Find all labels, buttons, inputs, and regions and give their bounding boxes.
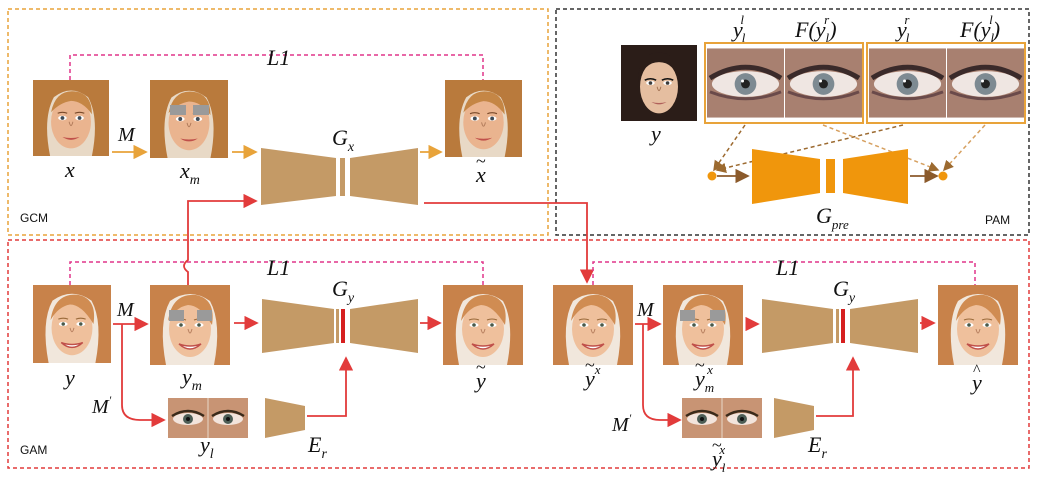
gcm-eye-mask-left [170,105,186,115]
gcm-l1-line [69,54,484,80]
gam-right-mask-label: M [636,299,655,321]
gam-right-l1-line [592,261,976,285]
gam-right-hat-yhat: ^ [973,362,981,379]
gcm-module-box [7,8,549,236]
gam-right-label-yxm: ymx [693,362,714,395]
gam-right-encoder [774,398,814,438]
gam-right-eye-mask-right [710,310,725,321]
gam-right-face-yxm [663,285,743,365]
gam-right-arrow-enc-to-gen [816,356,861,417]
gam-left-mask-label: M [116,299,135,321]
gam-right-arrow-to-ylx [642,324,682,428]
gam-right-tilde-ylx: ~ [712,435,722,455]
gam-left-tilde-yt: ~ [476,357,486,377]
gam-left-label-ym: ym [180,364,202,394]
gam-right-gen-bottleneck [836,309,839,343]
pam-label-yll: yll [731,12,746,45]
gam-left-mask-prime-label: M' [91,393,112,418]
gam-left-arrow-to-yl [121,324,166,428]
gam-right-gen-label: Gy [833,276,856,306]
gam-right-face-yx [553,285,633,365]
gcm-gen-decoder [350,148,418,205]
pam-dash-arrow-1 [713,124,746,172]
pam-gen-decoder [843,149,908,204]
pam-eye-fyll [947,48,1024,117]
gcm-face-xt [445,80,522,157]
gam-right-label-yhat: y [970,370,982,395]
gcm-gen-label: Gx [332,125,355,155]
pam-label-y: y [649,121,661,146]
pam-module-box [555,8,1030,236]
pam-gen-label: Gpre [816,203,849,232]
pam-label-ylr: ylr [895,12,910,45]
gcm-module-label: GCM [20,211,48,225]
pam-face-y [621,44,697,122]
gcm-l1-label: L1 [266,45,290,70]
gam-left-arrow-enc-to-gen [307,356,354,417]
gam-right-gen-decoder [850,299,918,353]
gam-left-encoder-label: Er [307,432,327,462]
gam-left-face-yt [443,285,523,365]
pam-label-fylr: F(ylr) [794,12,837,45]
gam-left-eye-mask-right [197,310,212,321]
gcm-tilde-xt: ~ [476,151,486,171]
pam-gen-encoder [752,149,820,204]
gam-left-gen-decoder [350,299,418,353]
gam-right-mask-prime-label: M' [611,411,632,436]
gam-left-label-yt: y [474,368,486,393]
gam-right-face-yhat [938,285,1018,365]
gam-right-tilde-yx: ~ [585,355,595,375]
gcm-gen-encoder [261,148,336,205]
gam-left-gen-encoder [262,299,334,353]
gcm-face-x [33,80,109,156]
gcm-label-xm: xm [179,158,200,188]
gcm-gen-bottleneck [340,158,345,196]
gam-left-encoder [265,398,305,438]
gam-right-label-ylx: ylx [710,442,726,475]
pam-output-dot [938,171,948,181]
gam-left-l1-label: L1 [266,255,290,280]
gam-left-gen-bottleneck [336,309,339,343]
pam-gen-bottleneck [826,159,835,193]
gam-left-face-y [33,285,111,363]
gam-left-gen-label: Gy [332,276,355,306]
gam-left-gen-style-bar [341,309,345,343]
gam-right-eye-mask-left [680,310,695,321]
pam-dash-arrow-2 [715,124,904,173]
gcm-face-xm [150,80,228,158]
gcm-label-x: x [64,157,75,182]
pam-module-label: PAM [985,213,1010,227]
gam-left-eye-mask-left [169,310,184,321]
gcm-eye-mask-right [193,105,209,115]
pam-eye-ylr [869,48,946,117]
gam-right-l1-label: L1 [775,255,799,280]
gcm-to-gam-right-arrow [424,202,595,284]
gam-left-face-ym [150,285,230,365]
gam-right-tilde-yxm: ~ [695,355,705,375]
gam-right-gen-encoder [762,299,833,353]
gcm-mask-label: M [117,124,136,146]
gam-right-eye-ylx [682,398,762,438]
gam-right-gen-style-bar [841,309,845,343]
gam-right-label-yx: yx [583,362,601,391]
gam-module-label: GAM [20,443,47,457]
pam-eye-yll [707,48,784,117]
pam-eye-group-left-border [704,42,864,124]
gam-left-to-gcm-arrow [183,193,258,285]
pam-dash-arrow-4 [942,124,986,172]
pam-label-fyll: F(yll) [959,12,1000,45]
gam-module-box [7,239,1030,469]
pam-eye-group-right-border [866,42,1026,124]
gam-right-encoder-label: Er [807,432,827,462]
pam-input-dot [707,171,717,181]
gcm-label-xt: x [475,162,486,187]
gam-left-label-yl: yl [198,432,214,462]
pam-eye-fylr [785,48,862,117]
gam-left-label-y: y [63,365,75,390]
